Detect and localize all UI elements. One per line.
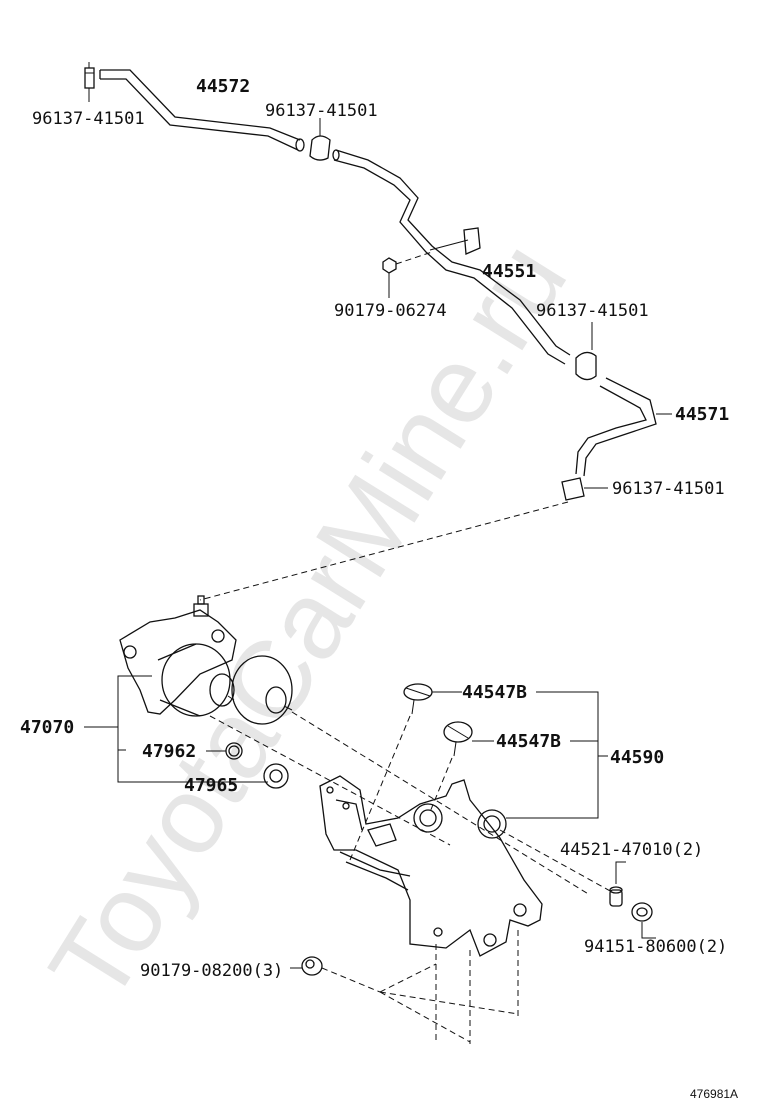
label-44572: 44572 <box>196 76 250 97</box>
connection-line-actuator-to-bracket <box>291 711 591 896</box>
bolt-44521[interactable] <box>609 861 626 907</box>
label-44590: 44590 <box>610 747 664 768</box>
label-44547b-upper: 44547B <box>462 682 527 703</box>
label-clip-d: 96137-41501 <box>612 479 725 499</box>
hose-44571[interactable] <box>575 377 672 477</box>
label-44571: 44571 <box>675 404 729 425</box>
label-nut-90179-06274: 90179-06274 <box>334 301 447 321</box>
label-47070: 47070 <box>20 717 74 738</box>
clip-mid[interactable] <box>575 322 597 381</box>
label-90179-08200: 90179-08200(3) <box>140 961 283 981</box>
connection-line-hose-to-actuator <box>199 501 569 601</box>
label-44521: 44521-47010(2) <box>560 840 703 860</box>
actuator-47070[interactable] <box>119 595 293 725</box>
watermark: ToyotaCarMine.ru <box>26 221 590 1022</box>
clip-top-left[interactable] <box>84 62 95 102</box>
hose-44551[interactable] <box>332 149 571 365</box>
bracket-47070 <box>84 675 268 783</box>
filter-47965[interactable] <box>263 763 289 789</box>
label-44551: 44551 <box>482 261 536 282</box>
nut-90179-06274[interactable] <box>382 251 433 298</box>
label-clip-b: 96137-41501 <box>265 101 378 121</box>
connection-line-bolts <box>499 829 613 893</box>
label-94151: 94151-80600(2) <box>584 937 727 957</box>
nut-94151[interactable] <box>631 902 656 939</box>
bolt-44547b-lower[interactable] <box>429 721 494 813</box>
mounting-dashed-lines <box>321 930 519 1044</box>
bracket-44590[interactable] <box>319 775 543 957</box>
clip-mid-top[interactable] <box>309 118 331 161</box>
hose-44572[interactable] <box>99 69 305 152</box>
label-47962: 47962 <box>142 741 196 762</box>
o-ring-47962[interactable] <box>206 742 243 760</box>
connection-line-actuator-to-bracket-2 <box>209 715 451 846</box>
bracket-44590-line <box>506 691 599 819</box>
clip-bottom-hose[interactable] <box>561 477 608 501</box>
label-clip-a: 96137-41501 <box>32 109 145 129</box>
label-44547b-lower: 44547B <box>496 731 561 752</box>
label-clip-c: 96137-41501 <box>536 301 649 321</box>
bolt-44547b-upper[interactable] <box>349 683 462 861</box>
nut-90179-08200[interactable] <box>290 956 323 976</box>
label-47965: 47965 <box>184 775 238 796</box>
figure-id: 476981A <box>690 1087 738 1101</box>
